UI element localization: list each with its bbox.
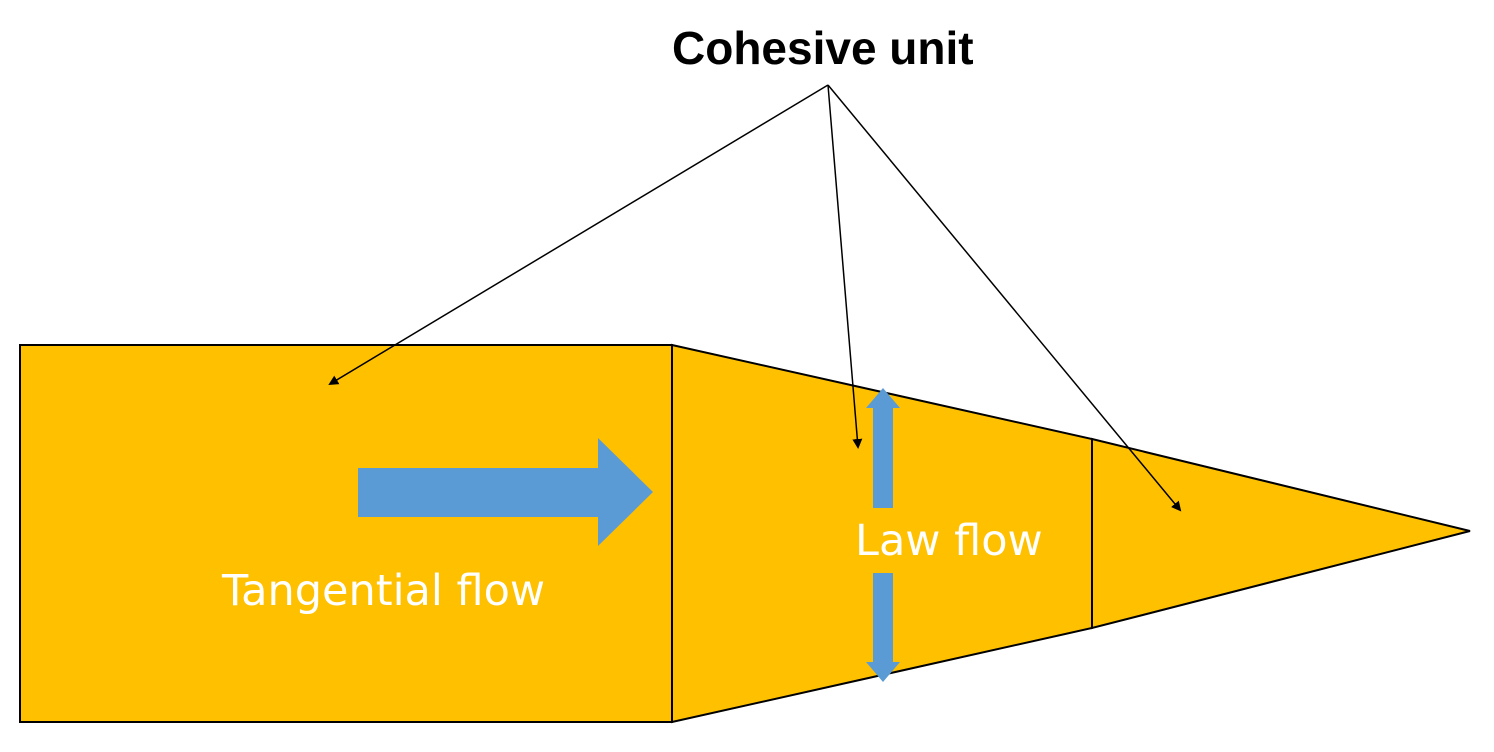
triangle-unit xyxy=(1091,437,1471,630)
rectangular-unit xyxy=(19,344,673,723)
pointer-line-left xyxy=(328,84,829,386)
law-flow-up-arrow xyxy=(866,388,900,508)
law-flow-label: Law flow xyxy=(855,516,1043,566)
tangential-flow-arrow xyxy=(358,438,653,546)
pointer-line-middle xyxy=(827,84,863,449)
tangential-flow-label: Tangential flow xyxy=(221,566,545,616)
law-flow-down-arrow xyxy=(866,573,900,682)
diagram-title: Cohesive unit xyxy=(672,22,974,74)
pointer-line-right xyxy=(827,84,1182,512)
